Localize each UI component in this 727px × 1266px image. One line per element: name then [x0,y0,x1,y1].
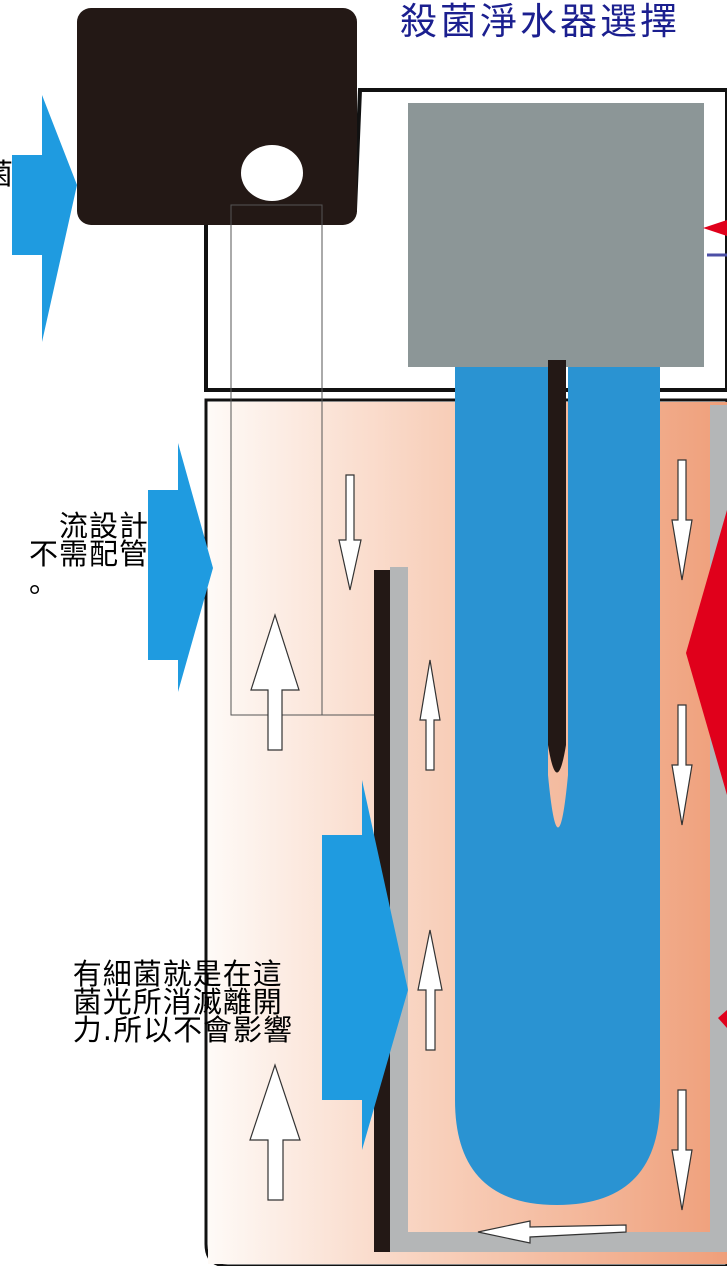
note-bottom-line-1: 有細菌就是在這 [72,957,283,991]
lamp-housing [408,103,704,367]
note-bottom: 有細菌就是在這 菌光所消滅離開 力.所以不會影響 [72,957,293,1047]
uv-lamp-center-rod [548,360,566,773]
flow-arrow-left [477,1220,627,1244]
note-middle-line-2: 不需配管 [28,537,149,571]
baffle-gray [390,567,408,1252]
flow-arrow-down [338,474,362,591]
flow-arrow-down [671,704,693,826]
note-bottom-line-3: 力.所以不會影響 [72,1013,293,1047]
page-title: 殺菌淨水器選擇 [400,0,680,43]
inlet-port [241,145,303,201]
note-middle-line-1: 流設計 [58,509,149,543]
flow-arrow-down [671,1089,693,1211]
uv-lamp-tube [455,367,660,1205]
callout-arrow-bottom [322,780,408,1150]
red-arrow-mark [718,1010,727,1028]
flow-arrows [249,459,693,1244]
note-top: 菌 [0,160,14,189]
note-bottom-line-2: 菌光所消滅離開 [72,985,283,1019]
flow-arrow-up [419,659,441,771]
bottom-gray [390,1232,727,1252]
flow-arrow-up [249,1063,301,1201]
callout-arrow-top [12,95,77,342]
note-middle-line-3: 。 [28,565,59,599]
inlet-cap [77,8,357,225]
callout-arrow-middle [148,443,213,692]
red-arrow-large [686,510,727,795]
flow-arrow-up [417,929,443,1051]
flow-arrow-up [250,613,300,751]
red-arrow-small [703,220,727,236]
note-top-line: 菌 [0,160,14,189]
flow-arrow-down [671,459,693,581]
note-middle: 流設計 不需配管 。 [28,509,149,599]
